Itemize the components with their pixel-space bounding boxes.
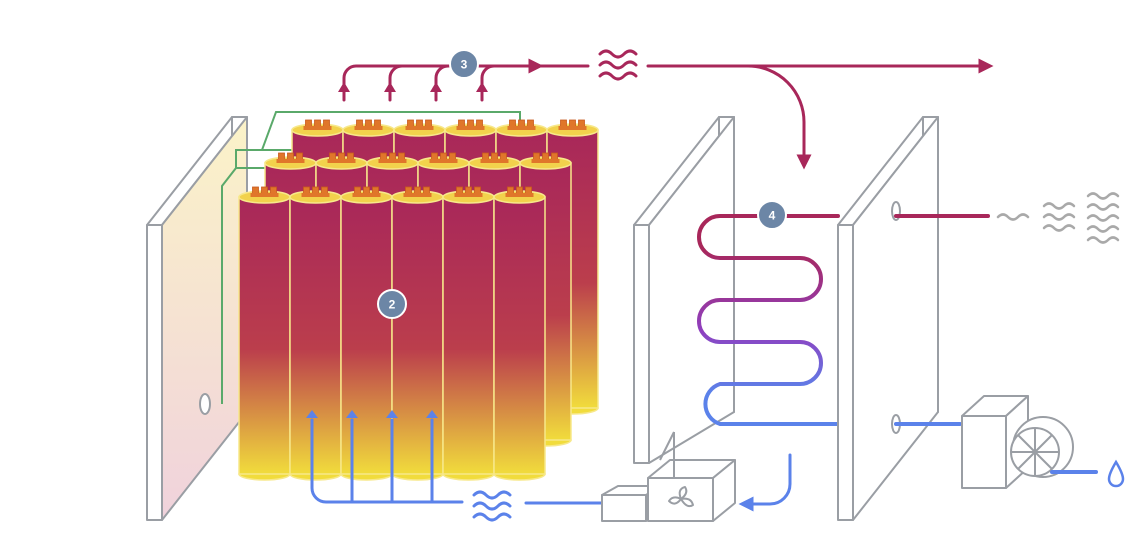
battery-cell-array <box>238 119 599 481</box>
battery-cell <box>340 186 393 481</box>
step-badge-4-label: 4 <box>769 209 776 223</box>
step-badge-3: 3 <box>449 49 479 79</box>
battery-cell <box>238 186 291 481</box>
cool-return-line <box>524 453 792 512</box>
battery-cell <box>442 186 495 481</box>
battery-cell <box>391 186 444 481</box>
pump-unit <box>961 395 1074 489</box>
cool-water-wave-icon <box>472 490 512 522</box>
water-drop-icon <box>1107 459 1125 488</box>
fan-icon <box>668 486 694 508</box>
step-badge-2-label: 2 <box>389 298 396 312</box>
step-badge-3-label: 3 <box>461 58 468 72</box>
battery-cell <box>493 186 546 481</box>
fan-unit <box>601 431 736 522</box>
heat-exchanger-back-panel <box>837 116 939 521</box>
step-badge-2: 2 <box>377 289 407 319</box>
exhaust-wave-icon <box>996 192 1120 244</box>
battery-cell-row <box>238 186 546 481</box>
heat-exchanger-front-panel <box>633 116 735 464</box>
hot-air-duct <box>342 58 994 170</box>
battery-cell <box>289 186 342 481</box>
step-badge-4: 4 <box>757 200 787 230</box>
heat-wave-icon <box>598 49 638 81</box>
cool-air-inflow-arrows <box>306 410 464 504</box>
heat-exchanger-coil <box>697 214 840 426</box>
left-end-panel <box>146 116 248 521</box>
